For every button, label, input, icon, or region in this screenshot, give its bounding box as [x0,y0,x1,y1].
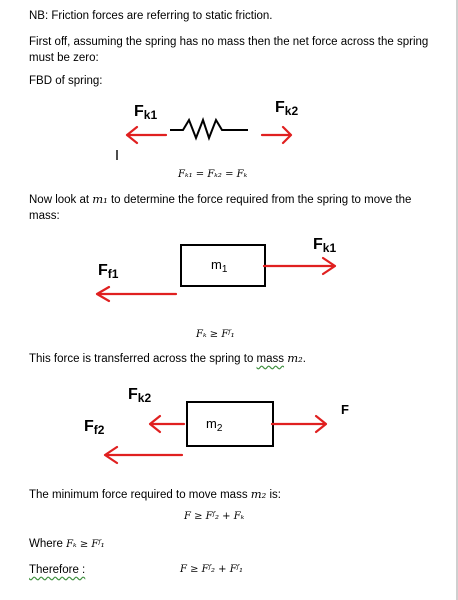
equation-final: F ≥ Fᶠ₂ + Fᶠ₁ [180,564,243,575]
m1-figure [95,256,337,303]
fbd-title: FBD of spring: [29,75,103,87]
fk1-arrow [125,125,168,145]
ff2-arrow [103,445,184,465]
mass-m2-label: m2 [206,416,223,434]
fk2-arrow [260,125,293,145]
fbd-spring-figure [116,117,293,160]
mass-m1-label: m1 [211,257,228,275]
fk1-label-m1: Fk1 [313,236,337,255]
equation-fk-ge-ff1: Fₖ ≥ Fᶠ₁ [196,329,235,340]
nb-note: NB: Friction forces are referring to sta… [29,10,273,22]
paragraph-look-at-m1: Now look at m₁ to determine the force re… [29,192,412,222]
applied-force-label: F [341,402,349,417]
m2-figure [103,414,328,465]
paragraph-spring-net-force: First off, assuming the spring has no ma… [29,36,429,64]
equation-f-ge-ff2-plus-fk: F ≥ Fᶠ₂ + Fₖ [184,511,245,522]
fk2-label: Fk2 [275,99,299,118]
fk1-label: Fk1 [134,103,158,122]
fk1-arrow-m1 [262,256,337,276]
applied-force-arrow [270,414,328,434]
spring-zigzag [170,117,248,141]
ff2-label: Ff2 [84,418,105,437]
where-line: Where Fₖ ≥ Fᶠ₁ [29,538,105,550]
paragraph-transferred: This force is transferred across the spr… [29,351,306,365]
equation-spring-forces: Fₖ₁ = Fₖ₂ = Fₖ [178,169,248,180]
fk2-label-m2: Fk2 [128,386,152,405]
page-edge [456,0,458,600]
ff1-arrow [95,285,178,303]
paragraph-minimum-force: The minimum force required to move mass … [29,487,281,501]
fk2-arrow-m2 [148,414,186,434]
therefore-label: Therefore : [29,564,86,576]
ff1-label: Ff1 [98,262,119,281]
